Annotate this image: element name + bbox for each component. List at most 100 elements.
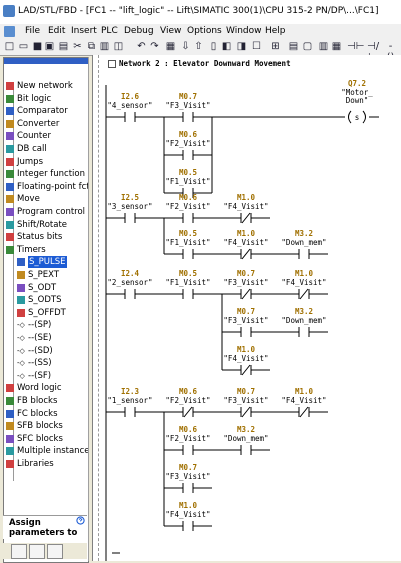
app-icon: [3, 5, 15, 17]
monitor-icon[interactable]: ◧: [221, 41, 232, 52]
wire: [183, 406, 193, 418]
document-icon[interactable]: [4, 26, 15, 37]
upload-icon[interactable]: ⇧: [194, 41, 203, 52]
print-icon[interactable]: ▤: [58, 41, 69, 52]
tree-item-fb-blocks[interactable]: FB blocks: [4, 395, 88, 407]
tree-item-timers[interactable]: Timers: [4, 244, 88, 256]
tree-item-jumps[interactable]: Jumps: [4, 156, 88, 168]
undo-icon[interactable]: ↶: [137, 41, 146, 52]
nc-contact-address: M0.7: [237, 269, 255, 278]
coil-left-arc: [348, 110, 352, 124]
tree-item-word-logic[interactable]: Word logic: [4, 382, 88, 394]
debug-icon[interactable]: ☐: [252, 41, 261, 52]
tree-item-bit-logic[interactable]: Bit logic: [4, 93, 88, 105]
view-icon[interactable]: ▦: [165, 41, 176, 52]
tree-item-counter[interactable]: Counter: [4, 130, 88, 142]
tab-program-elements[interactable]: [11, 544, 27, 559]
tree-item-move[interactable]: Move: [4, 193, 88, 205]
timer-box-icon: [17, 271, 25, 279]
ladder-editor[interactable]: Network 2 : Elevator Downward Movement I…: [92, 55, 401, 561]
tree-item-integer-function[interactable]: Integer function: [4, 168, 88, 180]
fc-blocks-icon: [6, 409, 14, 418]
tree-item-timer-ss[interactable]: -◇--(SS): [4, 357, 88, 369]
tree-item-timer-sodt[interactable]: S_ODT: [4, 282, 88, 294]
overview-icon[interactable]: ⊞: [271, 41, 280, 52]
download-icon[interactable]: ⇩: [181, 41, 190, 52]
tree-item-db-call[interactable]: DB call: [4, 143, 88, 155]
panel-splitter[interactable]: [88, 57, 92, 561]
paste-icon[interactable]: ▥: [99, 41, 110, 52]
menu-plc[interactable]: PLC: [101, 26, 118, 36]
menu-file[interactable]: File: [25, 26, 41, 36]
tree-item-multiple-instances[interactable]: Multiple instances: [4, 445, 88, 457]
comment-icon[interactable]: ▦: [331, 41, 342, 52]
tab-call-structure[interactable]: [29, 544, 45, 559]
tree-item-timer-sd[interactable]: -◇--(SD): [4, 345, 88, 357]
tree-item-shift-rotate[interactable]: Shift/Rotate: [4, 219, 88, 231]
ladder-diagram[interactable]: I2.6"4_sensor"M0.7"F3_Visit"M0.6"F2_Visi…: [93, 55, 401, 561]
tab-libraries[interactable]: [47, 544, 63, 559]
tree-item-timer-spulse[interactable]: S_PULSE: [4, 256, 88, 269]
no-contact-address: M3.2: [295, 229, 313, 238]
tree-line: [13, 86, 14, 481]
new-file-icon[interactable]: □: [4, 41, 15, 52]
tree-item-new-network[interactable]: New network: [4, 80, 88, 92]
tree-item-label: Multiple instances: [17, 446, 89, 457]
tree-item-label: Move: [17, 194, 40, 205]
save-all-icon[interactable]: ▣: [44, 41, 55, 52]
menu-debug[interactable]: Debug: [124, 26, 154, 36]
contact-no-icon[interactable]: ⊣⊢: [347, 41, 365, 52]
contact-symbol: "4_sensor": [107, 101, 152, 110]
menu-window[interactable]: Window: [226, 26, 262, 36]
contact-nc-icon[interactable]: ⊣/⊢: [367, 41, 380, 63]
rack-icon[interactable]: ▯: [210, 41, 217, 52]
no-contact-address: M1.0: [179, 501, 198, 510]
tree-item-timer-sodts[interactable]: S_ODTS: [4, 294, 88, 306]
horizontal-scroll-thumb[interactable]: [112, 552, 120, 554]
menu-options[interactable]: Options: [187, 26, 222, 36]
tree-item-timer-soffdt[interactable]: S_OFFDT: [4, 307, 88, 319]
table-icon[interactable]: ▥: [318, 41, 329, 52]
integer-function-icon: [6, 170, 14, 179]
help-icon[interactable]: [76, 516, 85, 525]
tree-item-timer-sf[interactable]: -◇--(SF): [4, 370, 88, 382]
tree-item-label: Counter: [17, 131, 51, 142]
cut-icon[interactable]: ✂: [73, 41, 82, 52]
tree-item-label: --(SE): [28, 333, 52, 343]
tree-item-timer-spext[interactable]: S_PEXT: [4, 269, 88, 281]
tree-item-label: Integer function: [17, 169, 85, 180]
tree-item-program-control[interactable]: Program control: [4, 206, 88, 218]
collapse-icon[interactable]: [108, 60, 116, 68]
network-icon[interactable]: ▢: [302, 41, 313, 52]
menu-edit[interactable]: Edit: [48, 26, 66, 36]
tree-item-label: Program control: [17, 207, 86, 217]
insert-icon[interactable]: ◫: [113, 41, 124, 52]
contact-symbol: "F3_Visit": [165, 472, 210, 481]
online-icon[interactable]: ◨: [236, 41, 247, 52]
menu-insert[interactable]: Insert: [71, 26, 97, 36]
menu-help[interactable]: Help: [265, 26, 286, 36]
save-icon[interactable]: ■: [32, 41, 43, 52]
libraries-icon: [6, 460, 14, 468]
open-folder-icon[interactable]: ▭: [18, 41, 29, 52]
copy-icon[interactable]: ⧉: [87, 41, 96, 52]
coil-icon[interactable]: -(): [387, 41, 395, 63]
tree-item-comparator[interactable]: Comparator: [4, 105, 88, 117]
wire: [241, 288, 251, 300]
menu-view[interactable]: View: [160, 26, 182, 36]
tree-item-fc-blocks[interactable]: FC blocks: [4, 408, 88, 420]
tree-item-status-bits[interactable]: Status bits: [4, 231, 88, 243]
tree-item-timer-sp[interactable]: -◇--(SP): [4, 319, 88, 331]
redo-icon[interactable]: ↷: [150, 41, 159, 52]
tree-item-sfc-blocks[interactable]: SFC blocks: [4, 433, 88, 445]
tree-item-sfb-blocks[interactable]: SFB blocks: [4, 420, 88, 432]
wire: [241, 248, 251, 260]
tree-item-label: S_OFFDT: [28, 307, 66, 318]
floating-point-icon: [6, 182, 14, 191]
tree-item-timer-se[interactable]: -◇--(SE): [4, 332, 88, 344]
details-icon[interactable]: ▤: [288, 41, 299, 52]
tree-item-floating-point-fct-[interactable]: Floating-point fct.: [4, 181, 88, 193]
tree-item-converter[interactable]: Converter: [4, 118, 88, 130]
no-contact-address: M3.2: [295, 307, 313, 316]
tree-item-libraries[interactable]: Libraries: [4, 458, 88, 470]
